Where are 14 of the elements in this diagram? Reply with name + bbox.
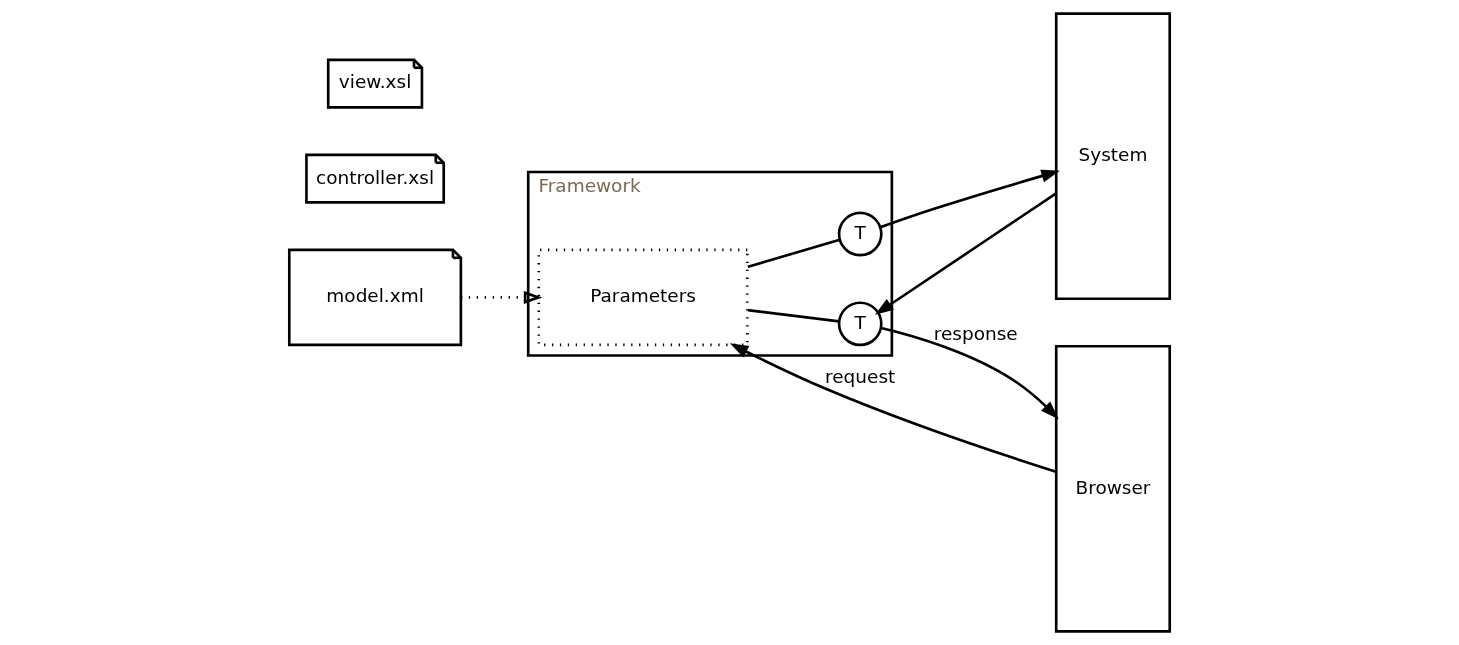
- arrow: [461, 290, 543, 304]
- arrow: [879, 169, 1060, 229]
- node-box: System: [1054, 12, 1172, 301]
- arrow: [874, 192, 1057, 315]
- edge-label: response: [933, 322, 1018, 344]
- connector: [747, 238, 841, 269]
- node-circle: T: [837, 301, 883, 347]
- node-circle: T: [837, 211, 883, 257]
- node-box: Browser: [1054, 344, 1172, 633]
- edge-label: request: [825, 366, 896, 388]
- connector: [747, 308, 840, 323]
- arrow: [880, 326, 1059, 420]
- arrow: [729, 343, 1057, 473]
- node-box: Parameters: [537, 248, 749, 347]
